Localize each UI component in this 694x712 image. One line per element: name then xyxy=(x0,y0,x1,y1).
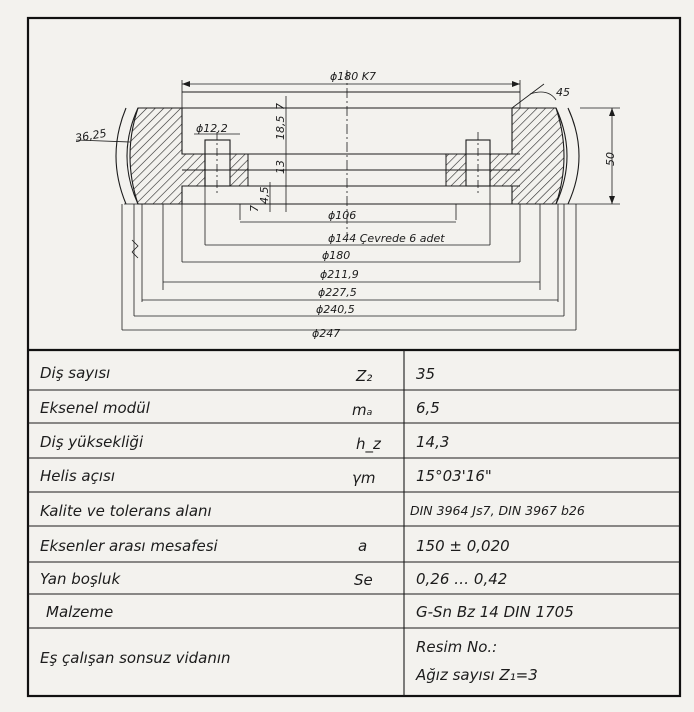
row-symbol-backlash: Se xyxy=(354,571,373,589)
row-symbol-tooth-height: h_z xyxy=(356,435,382,454)
row-symbol-module: mₐ xyxy=(352,401,373,419)
dim-d211-9: ϕ211,9 xyxy=(320,268,359,281)
row-value-module: 6,5 xyxy=(416,399,440,417)
row-symbol-teeth: Z₂ xyxy=(355,367,372,385)
row-label-quality: Kalite ve tolerans alanı xyxy=(40,502,212,520)
dim-7b: 7 xyxy=(248,205,261,212)
dim-hole-dia: ϕ12,2 xyxy=(196,122,228,135)
drawing-frame xyxy=(26,16,682,698)
row-label-worm: Eş çalışan sonsuz vidanın xyxy=(40,649,231,667)
dim-4-5: 4,5 xyxy=(258,187,271,205)
dim-chamfer-angle: 45 xyxy=(556,86,570,99)
row-label-backlash: Yan boşluk xyxy=(40,570,121,588)
dim-width: 50 xyxy=(604,152,617,166)
row-value-drawing-no: Resim No.: xyxy=(416,638,497,656)
row-value-helix: 15°03'16" xyxy=(416,467,492,485)
row-label-material: Malzeme xyxy=(46,603,113,621)
spec-table xyxy=(28,350,680,696)
row-value-teeth: 35 xyxy=(416,365,435,383)
dim-bore-top: ϕ180 K7 xyxy=(330,70,376,83)
row-symbol-helix: γm xyxy=(352,469,376,487)
dim-d106: ϕ106 xyxy=(328,209,356,222)
row-value-material: G-Sn Bz 14 DIN 1705 xyxy=(416,603,574,621)
dim-d247: ϕ247 xyxy=(312,327,340,340)
row-symbol-center-dist: a xyxy=(358,537,367,555)
dim-d180: ϕ180 xyxy=(322,249,350,262)
row-label-helix: Helis açısı xyxy=(40,467,115,485)
dim-7a: 7 xyxy=(274,103,287,110)
dim-depth-13: 13 xyxy=(274,160,287,174)
row-value-tooth-height: 14,3 xyxy=(416,433,449,451)
worm-wheel-section xyxy=(75,70,620,331)
row-value-backlash: 0,26 … 0,42 xyxy=(416,570,507,588)
row-label-center-dist: Eksenler arası mesafesi xyxy=(40,537,219,555)
row-value-center-dist: 150 ± 0,020 xyxy=(416,537,510,555)
dim-radius: 36,25 xyxy=(74,127,107,145)
dim-d144: ϕ144 Çevrede 6 adet xyxy=(328,232,445,245)
row-value-starts: Ağız sayısı Z₁=3 xyxy=(415,666,538,684)
dim-d240-5: ϕ240,5 xyxy=(316,303,355,316)
row-label-module: Eksenel modül xyxy=(40,399,151,417)
row-value-quality: DIN 3964 Js7, DIN 3967 b26 xyxy=(410,503,585,518)
row-label-tooth-height: Diş yüksekliği xyxy=(40,433,144,451)
row-label-teeth: Diş sayısı xyxy=(40,364,110,382)
dim-depth-185: 18,5 xyxy=(274,116,287,141)
dim-d227-5: ϕ227,5 xyxy=(318,286,357,299)
